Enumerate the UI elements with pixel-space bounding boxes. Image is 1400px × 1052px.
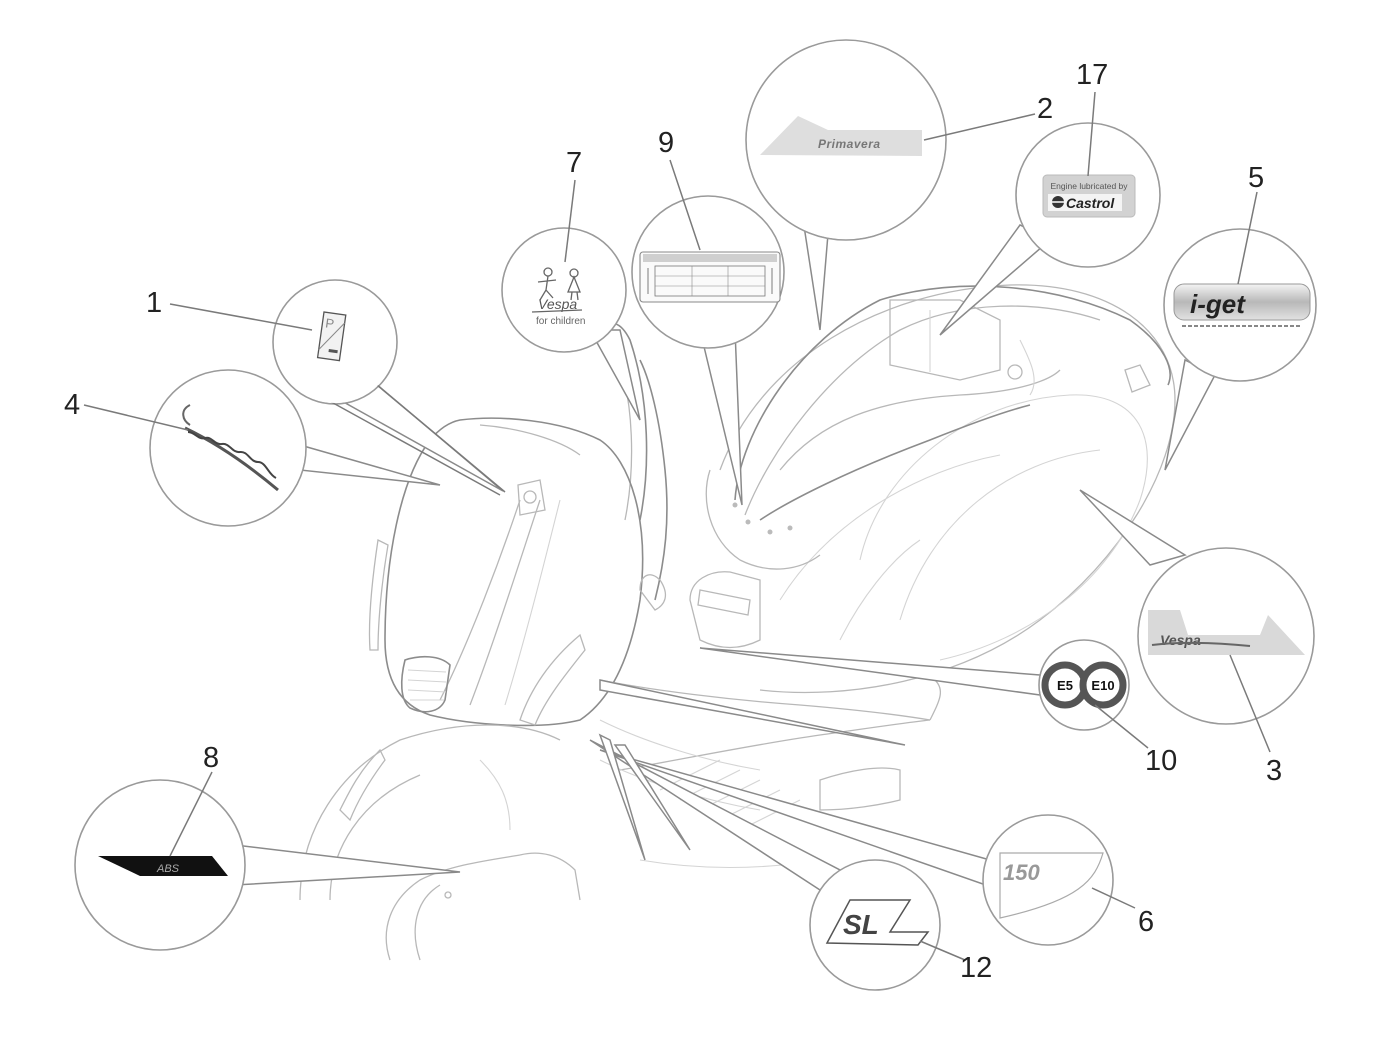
leader-2 <box>923 113 1036 141</box>
callout-number-10: 10 <box>1145 745 1177 777</box>
callout-number-5: 5 <box>1248 162 1264 194</box>
i-get-badge: i-get <box>1173 283 1311 327</box>
front-fender-outline <box>299 724 561 901</box>
callout-7-bubble: Vespa for children <box>501 227 641 421</box>
shield-badge-decal: P <box>316 311 347 362</box>
abs-decal: ABS <box>98 856 228 876</box>
callout-4-bubble <box>149 369 441 527</box>
tyre-pressure-label <box>639 251 781 303</box>
callout-9-bubble <box>631 195 785 506</box>
svg-text:Vespa: Vespa <box>538 296 577 312</box>
svg-text:E5: E5 <box>1057 678 1073 693</box>
castrol-sticker: Engine lubricated by Castrol <box>1042 174 1136 218</box>
svg-text:150: 150 <box>1003 860 1040 885</box>
floorboard-outline <box>599 679 931 721</box>
svg-text:for children: for children <box>536 316 585 327</box>
svg-text:Castrol: Castrol <box>1066 195 1115 211</box>
leader-9 <box>669 159 701 251</box>
callout-number-7: 7 <box>566 147 582 179</box>
callout-17-bubble: Engine lubricated by Castrol <box>939 122 1161 336</box>
callout-number-3: 3 <box>1266 755 1282 787</box>
leader-17 <box>1087 91 1096 177</box>
rear-side-panel-inner <box>859 394 1148 661</box>
leader-6 <box>1091 887 1136 909</box>
callout-1-bubble: P <box>272 279 506 496</box>
fuel-label: E5 E10 <box>1041 661 1127 709</box>
callout-12-bubble: SL <box>589 739 941 991</box>
leader-10 <box>1094 704 1149 749</box>
svg-text:ABS: ABS <box>156 863 180 875</box>
sl-emblem: SL <box>825 899 930 946</box>
callout-number-12: 12 <box>960 952 992 984</box>
vespa-script-emblem <box>182 404 279 492</box>
floor-wedge-3 <box>613 744 691 851</box>
callout-number-9: 9 <box>658 127 674 159</box>
callout-number-2: 2 <box>1037 93 1053 125</box>
leader-8 <box>169 771 213 857</box>
svg-text:Primavera: Primavera <box>818 137 881 151</box>
vespa-side-decal: Vespa <box>1148 610 1305 655</box>
150-decal: 150 <box>999 852 1104 919</box>
callout-number-8: 8 <box>203 742 219 774</box>
svg-text:i-get: i-get <box>1190 289 1246 319</box>
rear-side-panel-outline <box>719 284 1176 694</box>
callout-labels: 1 4 7 9 2 17 5 3 10 8 12 6 <box>64 59 1282 984</box>
callout-number-6: 6 <box>1138 906 1154 938</box>
leader-1 <box>169 303 313 331</box>
floor-wedge <box>599 679 906 746</box>
svg-text:Engine lubricated by: Engine lubricated by <box>1050 181 1128 191</box>
leader-7 <box>564 179 576 263</box>
leader-3 <box>1229 654 1271 753</box>
leader-12 <box>919 940 966 961</box>
front-apron-outline <box>384 417 644 727</box>
primavera-decal: Primavera <box>760 116 922 156</box>
callout-number-17: 17 <box>1076 59 1108 91</box>
callout-2-bubble: Primavera <box>745 39 947 331</box>
callout-number-4: 4 <box>64 389 80 421</box>
leader-5 <box>1237 191 1258 285</box>
svg-text:Vespa: Vespa <box>1160 632 1201 648</box>
svg-text:E10: E10 <box>1091 678 1114 693</box>
floor-wedge-2 <box>598 733 646 861</box>
callout-5-bubble: i-get <box>1163 228 1317 471</box>
callout-6-bubble: 150 <box>599 749 1114 946</box>
svg-text:P: P <box>324 315 335 331</box>
seat-opening-outline <box>734 285 1171 501</box>
leader-4 <box>83 404 189 431</box>
callout-8-bubble: ABS <box>74 779 461 951</box>
callout-10-bubble: E5 E10 <box>699 639 1130 731</box>
callout-number-1: 1 <box>146 287 162 319</box>
callout-3-bubble: Vespa <box>1079 489 1315 725</box>
for-children-sticker: Vespa for children <box>531 267 585 327</box>
svg-text:SL: SL <box>843 909 879 940</box>
